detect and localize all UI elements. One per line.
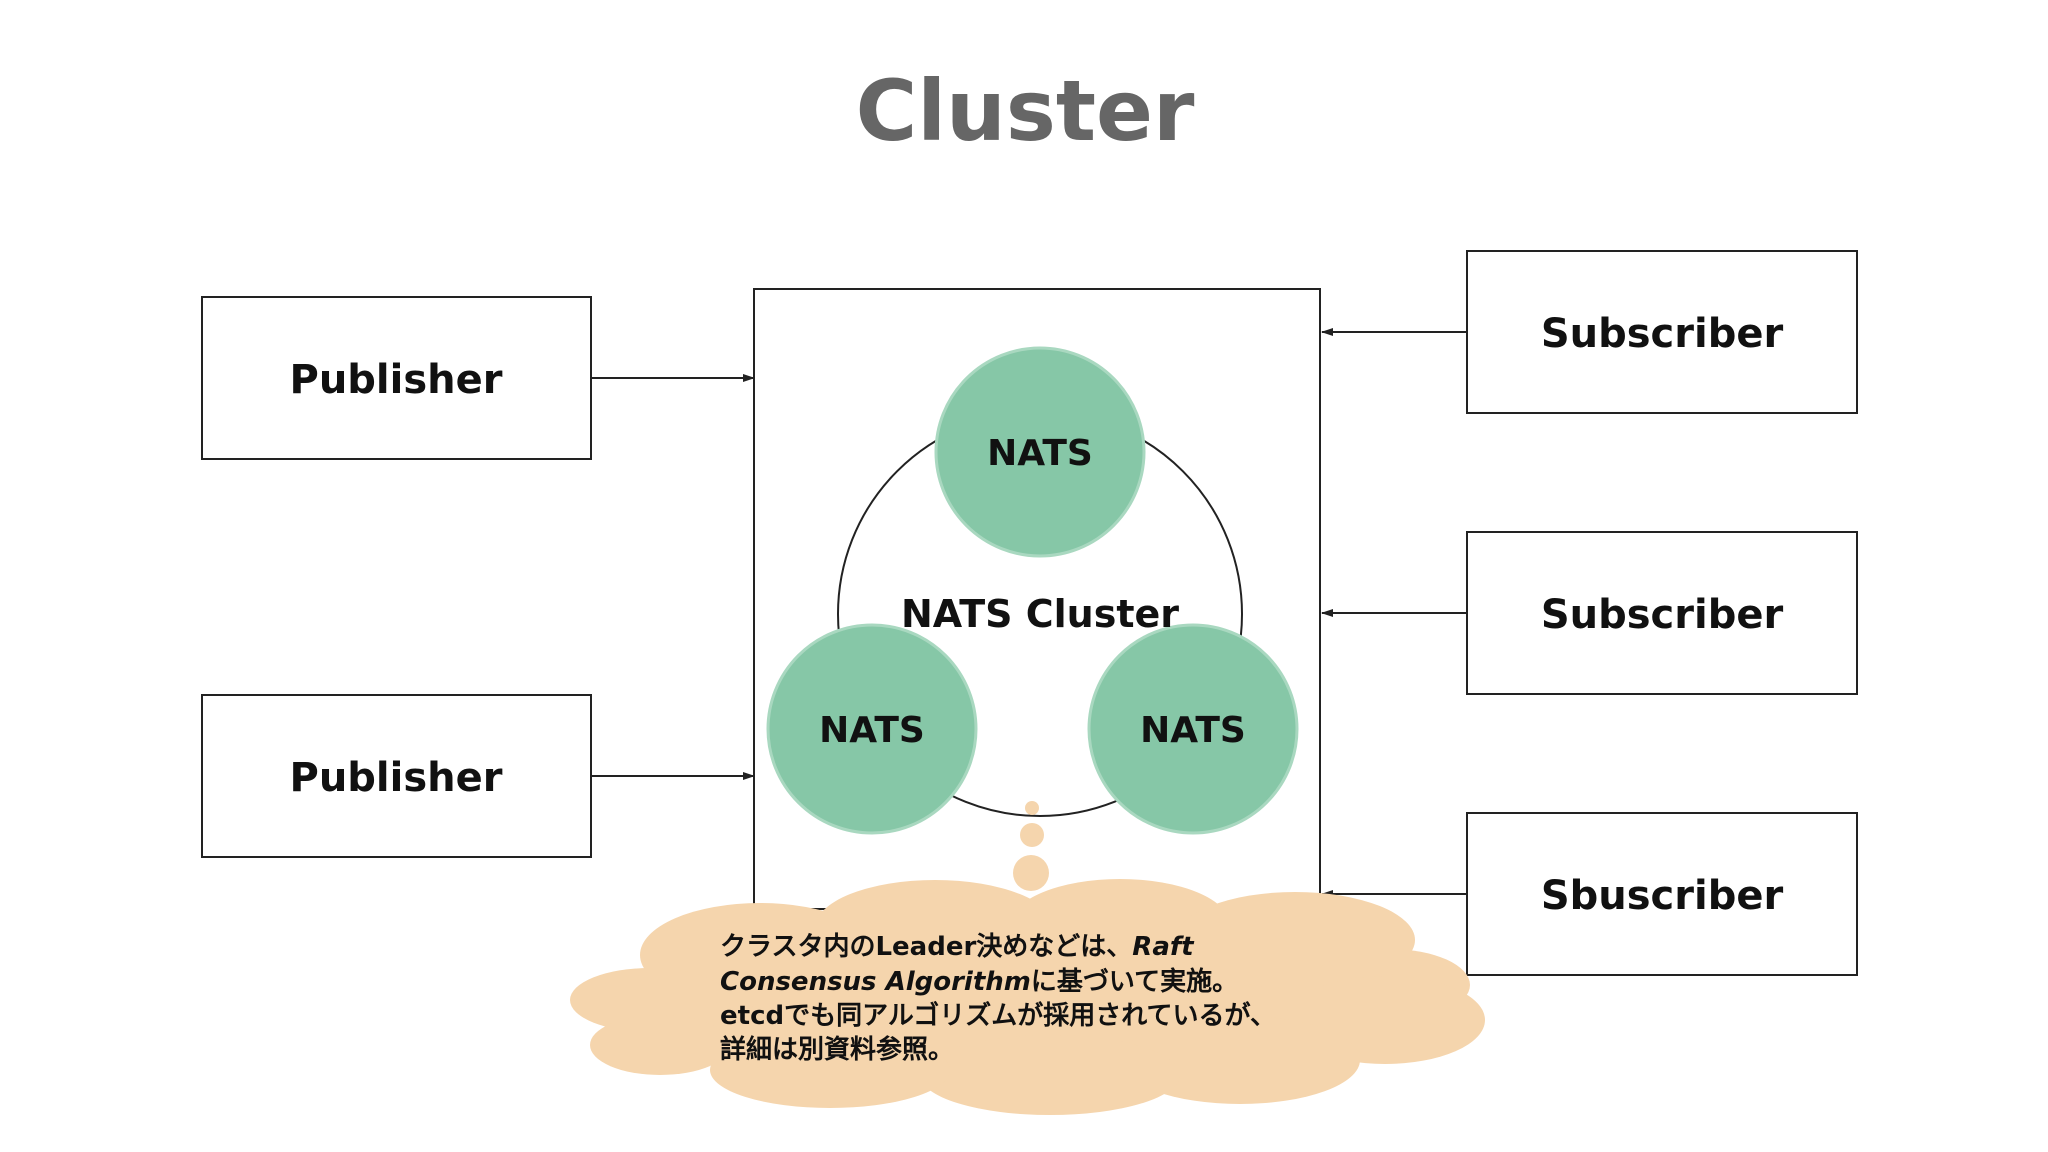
note-line-2: Consensus Algorithmに基づいて実施。 <box>720 966 1238 997</box>
subscriber-box-2: Subscriber <box>1466 531 1858 695</box>
publisher-box-1: Publisher <box>201 296 592 460</box>
thought-bubble-large <box>1013 855 1049 891</box>
nats-node-label: NATS <box>1140 710 1246 751</box>
subscriber-box-3: Sbuscriber <box>1466 812 1858 976</box>
nats-node-top: NATS <box>934 346 1146 558</box>
cluster-label: NATS Cluster <box>901 592 1179 636</box>
publisher-label: Publisher <box>290 755 503 801</box>
publisher-label: Publisher <box>290 357 503 403</box>
nats-node-left: NATS <box>766 623 978 835</box>
subscriber-label: Sbuscriber <box>1541 873 1784 919</box>
subscriber-label: Subscriber <box>1541 592 1784 638</box>
note-line-1-emphasis: Raft <box>1132 932 1195 962</box>
note-line-4: 詳細は別資料参照。 <box>720 1034 954 1065</box>
nats-node-label: NATS <box>987 433 1093 474</box>
nats-node-right: NATS <box>1087 623 1299 835</box>
note-line-2-text: に基づいて実施。 <box>1031 966 1238 997</box>
publisher-box-2: Publisher <box>201 694 592 858</box>
slide-title: Cluster <box>856 62 1195 160</box>
note-line-1-text: クラスタ内のLeader決めなどは、 <box>720 932 1132 962</box>
note-line-3: etcdでも同アルゴリズムが採用されているが、 <box>720 1000 1276 1031</box>
thought-bubble-small <box>1025 801 1039 815</box>
note-cloud <box>570 879 1485 1115</box>
note-line-2-emphasis: Consensus Algorithm <box>720 967 1031 997</box>
subscriber-label: Subscriber <box>1541 311 1784 357</box>
note-line-1: クラスタ内のLeader決めなどは、Raft <box>720 932 1195 962</box>
subscriber-box-1: Subscriber <box>1466 250 1858 414</box>
nats-node-label: NATS <box>819 710 925 751</box>
thought-bubble-medium <box>1020 823 1044 847</box>
